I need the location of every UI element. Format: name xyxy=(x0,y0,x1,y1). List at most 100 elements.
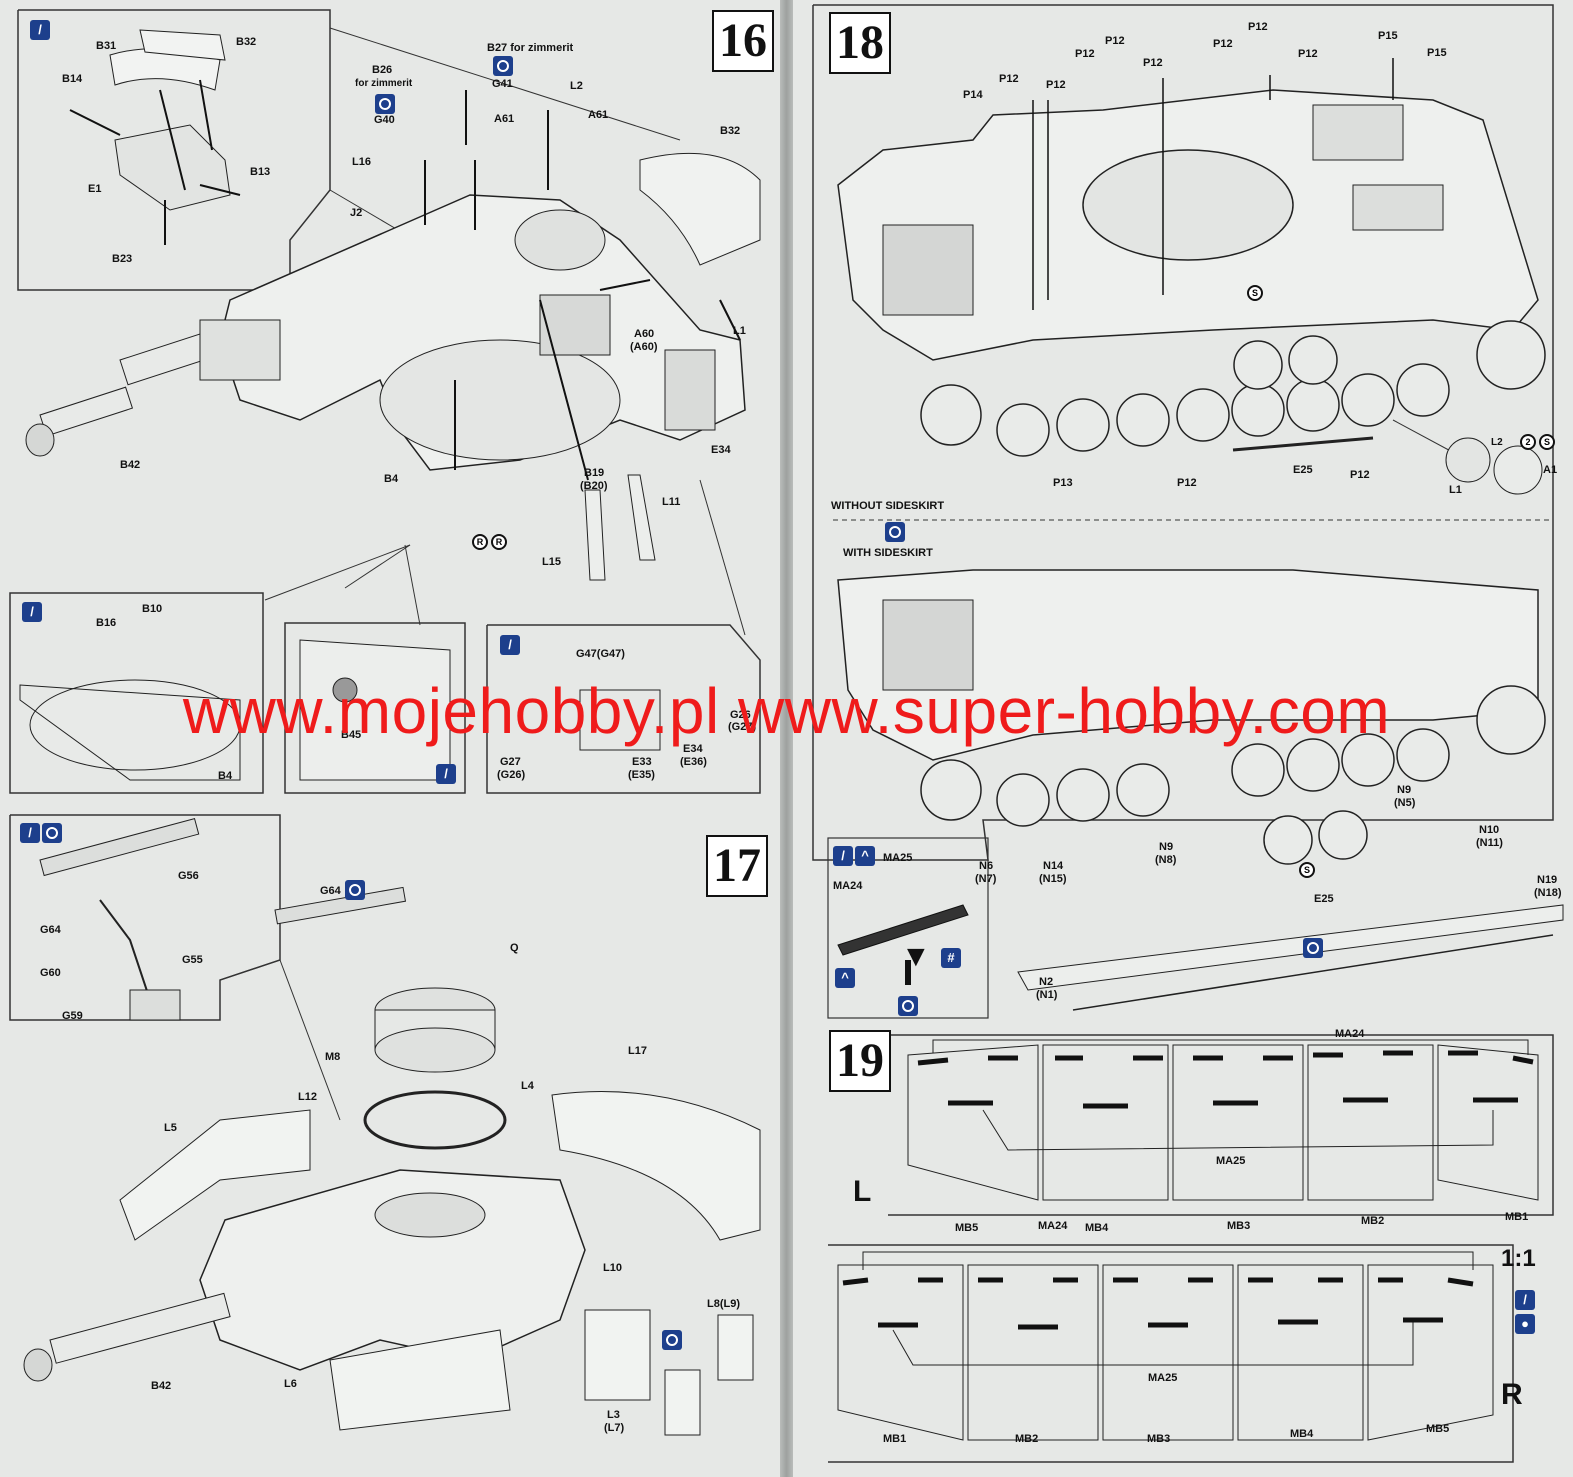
step16-diagram xyxy=(9,9,761,1436)
label-mb3: MB3 xyxy=(1147,1433,1171,1445)
label-g47: G47(G47) xyxy=(576,648,625,660)
label-g59: G59 xyxy=(62,1010,83,1022)
label-l2: L2 xyxy=(570,80,583,92)
label-p15: P15 xyxy=(1378,30,1398,42)
step-number-18: 18 xyxy=(829,12,891,74)
paint-brush-icon: / xyxy=(500,635,520,655)
water-drop-icon: ● xyxy=(1515,1314,1535,1334)
label-e34: E34 xyxy=(711,444,731,456)
label-p12: P12 xyxy=(1046,79,1066,91)
label-p12: P12 xyxy=(1213,38,1233,50)
label-l3: L3 xyxy=(607,1409,620,1421)
label-n11: (N11) xyxy=(1476,837,1503,849)
label-n9: N9 xyxy=(1397,784,1412,796)
label-p12: P12 xyxy=(1350,469,1370,481)
label-n6: N6 xyxy=(979,860,994,872)
label-mb4: MB4 xyxy=(1085,1222,1109,1234)
label-a60-alt: (A60) xyxy=(630,341,658,353)
cement-icon xyxy=(375,94,395,114)
arrow-down-icon: ▼ xyxy=(901,940,931,973)
label-ma24: MA24 xyxy=(1335,1028,1365,1040)
label-g26-alt: (G26) xyxy=(497,769,526,781)
label-e1: E1 xyxy=(88,183,102,195)
label-e25: E25 xyxy=(1293,464,1313,476)
marker-r-icon: R xyxy=(491,534,507,550)
scale-label: 1:1 xyxy=(1501,1245,1536,1272)
label-n14: N14 xyxy=(1043,860,1064,872)
label-l10: L10 xyxy=(603,1262,622,1274)
label-e36: (E36) xyxy=(680,756,707,768)
label-g41: G41 xyxy=(492,78,513,90)
label-e25: E25 xyxy=(1314,893,1334,905)
label-n18: (N18) xyxy=(1534,887,1562,899)
label-mb2: MB2 xyxy=(1015,1433,1039,1445)
label-l16: L16 xyxy=(352,156,371,168)
side-left-label: L xyxy=(853,1175,872,1208)
label-l1: L1 xyxy=(1449,484,1462,496)
label-mb3: MB3 xyxy=(1227,1220,1251,1232)
label-b45: B45 xyxy=(341,729,362,741)
watermark-text: www.mojehobby.pl www.super-hobby.com xyxy=(182,675,1391,747)
label-b10: B10 xyxy=(142,603,163,615)
label-ma24: MA24 xyxy=(1038,1220,1068,1232)
label-g40: G40 xyxy=(374,114,395,126)
label-a1: A1 xyxy=(1543,464,1558,476)
cement-icon xyxy=(42,823,62,843)
label-ma25: MA25 xyxy=(1148,1372,1178,1384)
paint-brush-icon: / xyxy=(436,764,456,784)
label-g60: G60 xyxy=(40,967,61,979)
label-b14: B14 xyxy=(62,73,83,85)
label-mb1: MB1 xyxy=(1505,1211,1529,1223)
step-number-17: 17 xyxy=(706,835,768,897)
label-g64: G64 xyxy=(320,885,341,897)
label-n10: N10 xyxy=(1479,824,1500,836)
label-b42: B42 xyxy=(120,459,141,471)
step-number-19: 19 xyxy=(829,1030,891,1092)
label-ma25: MA25 xyxy=(883,852,913,864)
bend-icon: ^ xyxy=(855,846,875,866)
marker-r-icon: R xyxy=(472,534,488,550)
label-p14: P14 xyxy=(963,89,983,101)
label-mb4: MB4 xyxy=(1290,1428,1314,1440)
marker-s-icon: S xyxy=(1247,285,1263,301)
label-b4: B4 xyxy=(218,770,233,782)
label-p13: P13 xyxy=(1053,477,1073,489)
paint-brush-icon: / xyxy=(1515,1290,1535,1310)
instruction-page-left: 16 xyxy=(0,0,780,1477)
label-l5: L5 xyxy=(164,1122,177,1134)
cement-icon xyxy=(493,56,513,76)
label-a60: A60 xyxy=(634,328,655,340)
sanding-icon: # xyxy=(941,948,961,968)
label-n7: (N7) xyxy=(975,873,997,885)
label-l2: L2 xyxy=(1491,437,1503,448)
label-e35: (E35) xyxy=(628,769,655,781)
label-ma24: MA24 xyxy=(833,880,863,892)
bend-icon: ^ xyxy=(835,968,855,988)
label-b13: B13 xyxy=(250,166,271,178)
label-l12: L12 xyxy=(298,1091,317,1103)
label-p12: P12 xyxy=(1075,48,1095,60)
cement-icon xyxy=(662,1330,682,1350)
label-n5: (N5) xyxy=(1394,797,1416,809)
side-right-label: R xyxy=(1501,1378,1523,1411)
label-g55: G55 xyxy=(182,954,203,966)
label-g27-alt: (G27) xyxy=(728,721,757,733)
cement-icon xyxy=(898,996,918,1016)
paint-brush-icon: / xyxy=(20,823,40,843)
label-e34: E34 xyxy=(683,743,703,755)
label-p15: P15 xyxy=(1427,47,1447,59)
cement-icon xyxy=(1303,938,1323,958)
label-p12: P12 xyxy=(1177,477,1197,489)
paint-brush-icon: / xyxy=(30,20,50,40)
label-p12: P12 xyxy=(1143,57,1163,69)
label-n19: N19 xyxy=(1537,874,1558,886)
label-mb1: MB1 xyxy=(883,1433,907,1445)
label-b31: B31 xyxy=(96,40,117,52)
label-e33: E33 xyxy=(632,756,652,768)
label-l4: L4 xyxy=(521,1080,534,1092)
label-b23: B23 xyxy=(112,253,133,265)
paint-brush-icon: / xyxy=(833,846,853,866)
paint-brush-icon: / xyxy=(22,602,42,622)
label-n8: (N8) xyxy=(1155,854,1177,866)
label-p12: P12 xyxy=(1248,21,1268,33)
